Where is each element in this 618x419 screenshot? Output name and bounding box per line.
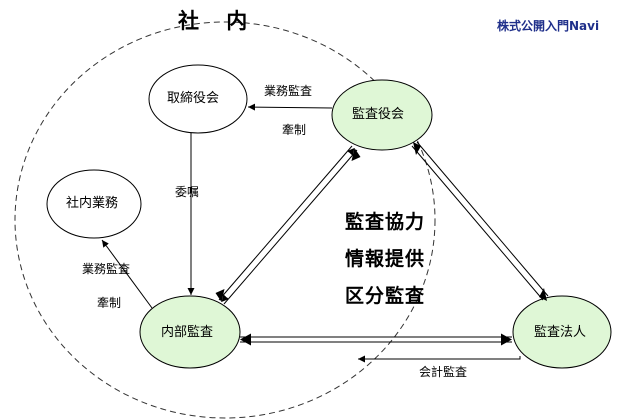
label-kensei-top: 牽制 <box>282 123 307 137</box>
label-gyomu-kansa-top: 業務監査 <box>264 84 313 98</box>
arrow-kaikei-kansa <box>358 355 521 363</box>
center-text-line2: 情報提供 <box>345 248 426 270</box>
node-label-naibu-kansa: 内部監査 <box>161 325 214 340</box>
label-kensei-left: 牽制 <box>97 296 122 310</box>
node-label-shanai-gyomu: 社内業務 <box>66 196 119 211</box>
node-shanai-gyomu <box>46 169 142 239</box>
bidirectional-kansayaku-hojin <box>411 141 549 301</box>
center-text-line3: 区分監査 <box>345 285 426 307</box>
node-torishimariyaku <box>148 64 248 134</box>
node-naibu-kansa <box>139 295 241 369</box>
node-label-kansa-hojin: 監査法人 <box>534 325 587 340</box>
node-label-kansayaku: 監査役会 <box>352 107 405 122</box>
center-text-line1: 監査協力 <box>345 211 426 233</box>
node-label-torishimariyaku: 取締役会 <box>167 91 220 106</box>
label-gyomu-kansa-left: 業務監査 <box>82 262 131 276</box>
label-kaikei-kansa: 会計監査 <box>419 365 468 379</box>
arrow-naibu-to-shanai <box>101 239 153 309</box>
company-title: 社 内 <box>178 9 258 33</box>
node-kansa-hojin <box>512 295 612 369</box>
arrow-kansayaku-to-torishimariyaku <box>247 103 333 111</box>
node-kansayaku <box>331 79 433 151</box>
brand-label: 株式公開入門Navi <box>497 19 600 33</box>
bidirectional-kansayaku-naibu <box>215 145 361 305</box>
company-boundary <box>14 21 436 419</box>
label-inin: 委嘱 <box>175 185 200 199</box>
bidirectional-naibu-hojin <box>240 333 512 346</box>
